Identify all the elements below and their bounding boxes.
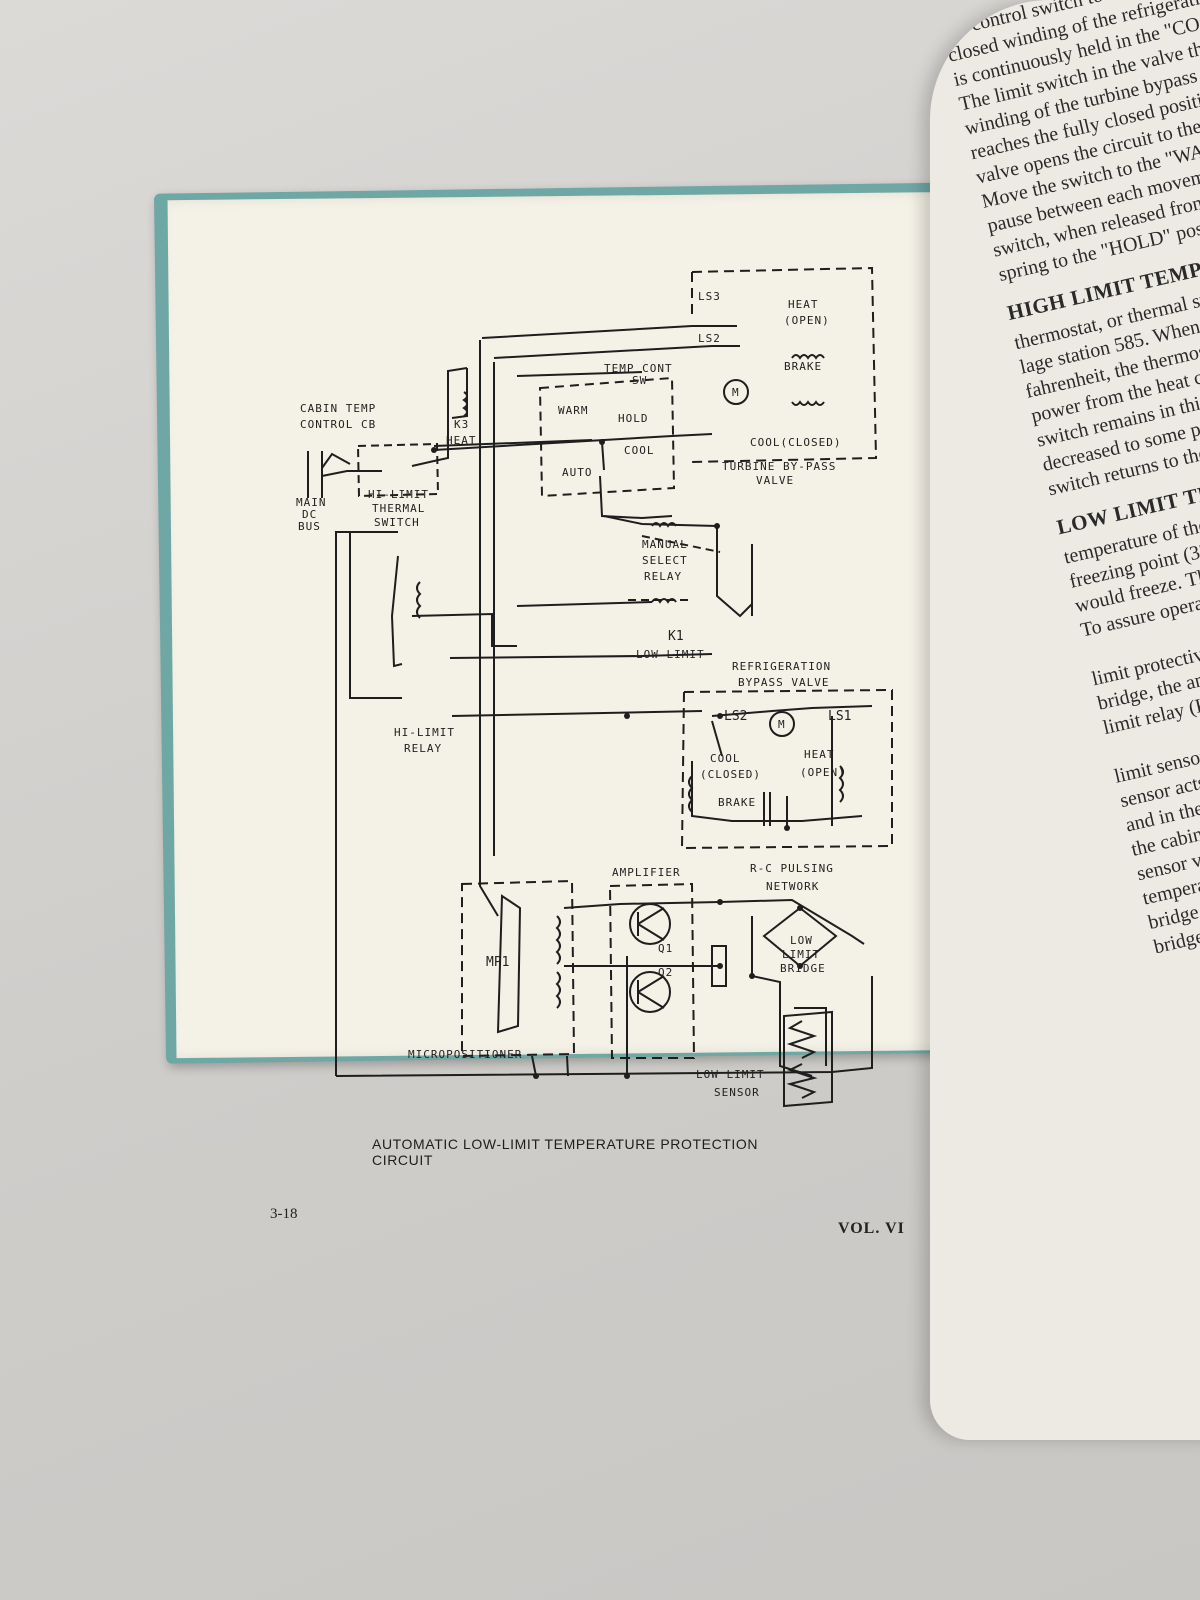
label-cool-bottom-2: (CLOSED) (700, 768, 761, 781)
label-ls2-top: LS2 (698, 332, 721, 345)
label-refrig-1: REFRIGERATION (732, 660, 831, 673)
label-k3: K3 (454, 418, 469, 431)
label-rc-1: R-C PULSING (750, 862, 834, 875)
label-open-top: (OPEN) (784, 314, 830, 327)
label-heat-top: HEAT (788, 298, 819, 311)
right-page: the control switch to the "COOL"closed w… (930, 0, 1200, 1440)
wiring (307, 266, 893, 1108)
label-main-dc-2: DC (302, 508, 317, 521)
label-refrig-2: BYPASS VALVE (738, 676, 829, 689)
label-mp1: MP1 (486, 955, 509, 970)
label-bridge-1: LOW (790, 934, 813, 947)
label-manual-2: SELECT (642, 554, 688, 567)
circuit-diagram: LS3 HEAT (OPEN) LS2 BRAKE COOL(CLOSED) T… (296, 266, 893, 1108)
label-auto: AUTO (562, 466, 593, 479)
label-ls3: LS3 (698, 290, 721, 303)
volume-label: VOL. VI (838, 1220, 905, 1237)
label-main-dc-1: MAIN (296, 496, 327, 509)
label-heat-k3: HEAT (446, 434, 477, 447)
label-bridge-3: BRIDGE (780, 962, 826, 975)
label-ls2-bottom: LS2 (724, 709, 747, 724)
label-cabin-temp-1: CABIN TEMP (300, 402, 376, 415)
label-temp-cont-2: SW (632, 374, 647, 387)
label-sensor-1: LOW LIMIT (696, 1068, 765, 1081)
label-motor-top: M (732, 386, 740, 399)
label-sensor-2: SENSOR (714, 1086, 760, 1099)
label-heat-bottom-2: (OPEN) (800, 766, 846, 779)
label-amplifier: AMPLIFIER (612, 866, 681, 879)
label-motor-bottom: M (778, 718, 786, 731)
label-low-limit: LOW LIMIT (636, 648, 705, 661)
label-micropositioner: MICROPOSITIONER (408, 1048, 522, 1061)
label-brake-bottom: BRAKE (718, 796, 756, 809)
label-brake-top: BRAKE (784, 360, 822, 373)
label-hi-limit-relay-2: RELAY (404, 742, 442, 755)
label-hi-limit-thermal-1: HI-LIMIT (368, 488, 429, 501)
label-cabin-temp-2: CONTROL CB (300, 418, 376, 431)
page-number: 3-18 (270, 1206, 298, 1222)
label-ls1-bottom: LS1 (828, 709, 851, 724)
label-warm: WARM (558, 404, 589, 417)
label-k1: K1 (668, 629, 684, 644)
label-turbine-2: VALVE (756, 474, 794, 487)
label-q2: Q2 (658, 966, 673, 979)
label-hi-limit-thermal-3: SWITCH (374, 516, 420, 529)
diagram-labels: LS3 HEAT (OPEN) LS2 BRAKE COOL(CLOSED) T… (296, 290, 851, 1099)
label-cool-closed-top: COOL(CLOSED) (750, 436, 841, 449)
right-page-text: the control switch to the "COOL"closed w… (940, 0, 1200, 960)
label-manual-1: MANUAL (642, 538, 688, 551)
label-q1: Q1 (658, 942, 673, 955)
label-manual-3: RELAY (644, 570, 682, 583)
label-turbine-1: TURBINE BY-PASS (722, 460, 836, 473)
label-temp-cont-1: TEMP CONT (604, 362, 673, 375)
label-cool-bottom-1: COOL (710, 752, 741, 765)
label-cool: COOL (624, 444, 655, 457)
figure-caption: AUTOMATIC LOW-LIMIT TEMPERATURE PROTECTI… (372, 1136, 759, 1168)
label-hi-limit-thermal-2: THERMAL (372, 502, 425, 515)
label-hold: HOLD (618, 412, 649, 425)
label-main-dc-3: BUS (298, 520, 321, 533)
right-page-top-paragraph: the control switch to the "COOL"closed w… (940, 0, 1200, 288)
label-bridge-2: LIMIT (782, 948, 820, 961)
junction-dots (431, 439, 803, 1079)
label-heat-bottom-1: HEAT (804, 748, 835, 761)
label-hi-limit-relay-1: HI-LIMIT (394, 726, 455, 739)
label-rc-2: NETWORK (766, 880, 819, 893)
